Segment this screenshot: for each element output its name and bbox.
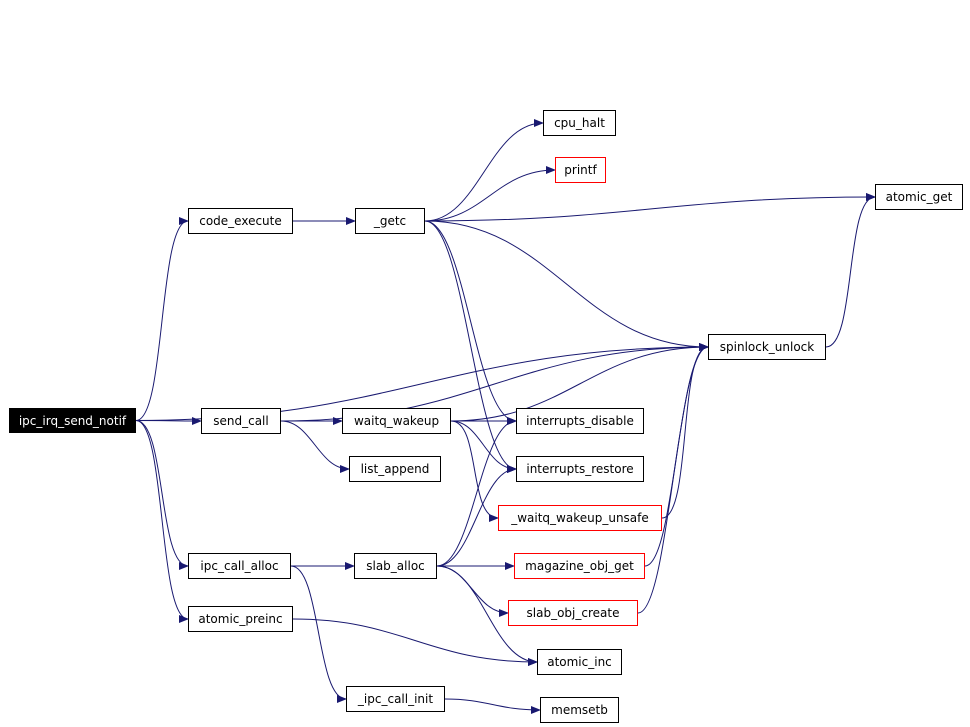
node-spinlock-unlock[interactable]: spinlock_unlock (708, 334, 826, 360)
edge-spinlock-unlock-to-atomic-get (825, 193, 876, 348)
edges (135, 119, 876, 714)
node-slab-obj-create[interactable]: slab_obj_create (508, 600, 638, 626)
node-interrupts-disable[interactable]: interrupts_disable (516, 408, 644, 434)
node-send-call[interactable]: send_call (201, 408, 281, 434)
node-code-execute[interactable]: code_execute (188, 208, 293, 234)
node-getc[interactable]: _getc (355, 208, 425, 234)
node-ipc-call-init[interactable]: _ipc_call_init (346, 686, 445, 712)
edge-getc-to-atomic-get (424, 193, 876, 222)
edge-getc-to-interrupts-disable (424, 220, 517, 425)
edge-waitq-wakeup-to-waitq-wakeup-unsafe (450, 420, 499, 522)
edge-ipc-irq-send-notif-to-code-execute (135, 217, 189, 421)
edge-slab-alloc-to-atomic-inc (436, 565, 538, 666)
edge-getc-to-interrupts-restore (424, 220, 517, 473)
edge-waitq-wakeup-to-interrupts-restore (450, 420, 517, 473)
edge-slab-alloc-to-interrupts-disable (436, 417, 517, 567)
edge-slab-alloc-to-interrupts-restore (436, 465, 517, 567)
node-interrupts-restore[interactable]: interrupts_restore (516, 456, 644, 482)
node-printf[interactable]: printf (555, 157, 606, 183)
edge-ipc-irq-send-notif-to-atomic-preinc (135, 420, 189, 623)
edge-getc-to-printf (424, 166, 556, 222)
edge-ipc-call-init-to-memsetb (444, 698, 541, 714)
node-memsetb[interactable]: memsetb (540, 697, 619, 723)
edge-getc-to-cpu-halt (424, 119, 544, 222)
edge-waitq-wakeup-to-spinlock-unlock (450, 343, 709, 422)
edge-atomic-preinc-to-atomic-inc (292, 618, 538, 666)
edge-slab-obj-create-to-spinlock-unlock (637, 343, 709, 614)
edge-ipc-call-alloc-to-ipc-call-init (290, 565, 347, 703)
edge-ipc-irq-send-notif-to-ipc-call-alloc (135, 420, 189, 570)
edge-ipc-irq-send-notif-to-send-call (135, 416, 202, 425)
node-magazine-obj-get[interactable]: magazine_obj_get (514, 553, 645, 579)
node-atomic-preinc[interactable]: atomic_preinc (188, 606, 293, 632)
edge-getc-to-spinlock-unlock (424, 220, 709, 351)
node-list-append[interactable]: list_append (349, 456, 441, 482)
node-cpu-halt[interactable]: cpu_halt (543, 110, 616, 136)
edge-slab-alloc-to-slab-obj-create (436, 565, 509, 617)
node-waitq-wakeup[interactable]: waitq_wakeup (342, 408, 451, 434)
edge-waitq-wakeup-unsafe-to-spinlock-unlock (661, 343, 709, 519)
node-waitq-wakeup-unsafe[interactable]: _waitq_wakeup_unsafe (498, 505, 662, 531)
node-ipc-call-alloc[interactable]: ipc_call_alloc (188, 553, 291, 579)
node-ipc-irq-send-notif: ipc_irq_send_notif (9, 408, 136, 433)
node-slab-alloc[interactable]: slab_alloc (354, 553, 437, 579)
node-atomic-inc[interactable]: atomic_inc (537, 649, 622, 675)
node-atomic-get[interactable]: atomic_get (875, 184, 963, 210)
edge-send-call-to-list-append (280, 420, 350, 473)
